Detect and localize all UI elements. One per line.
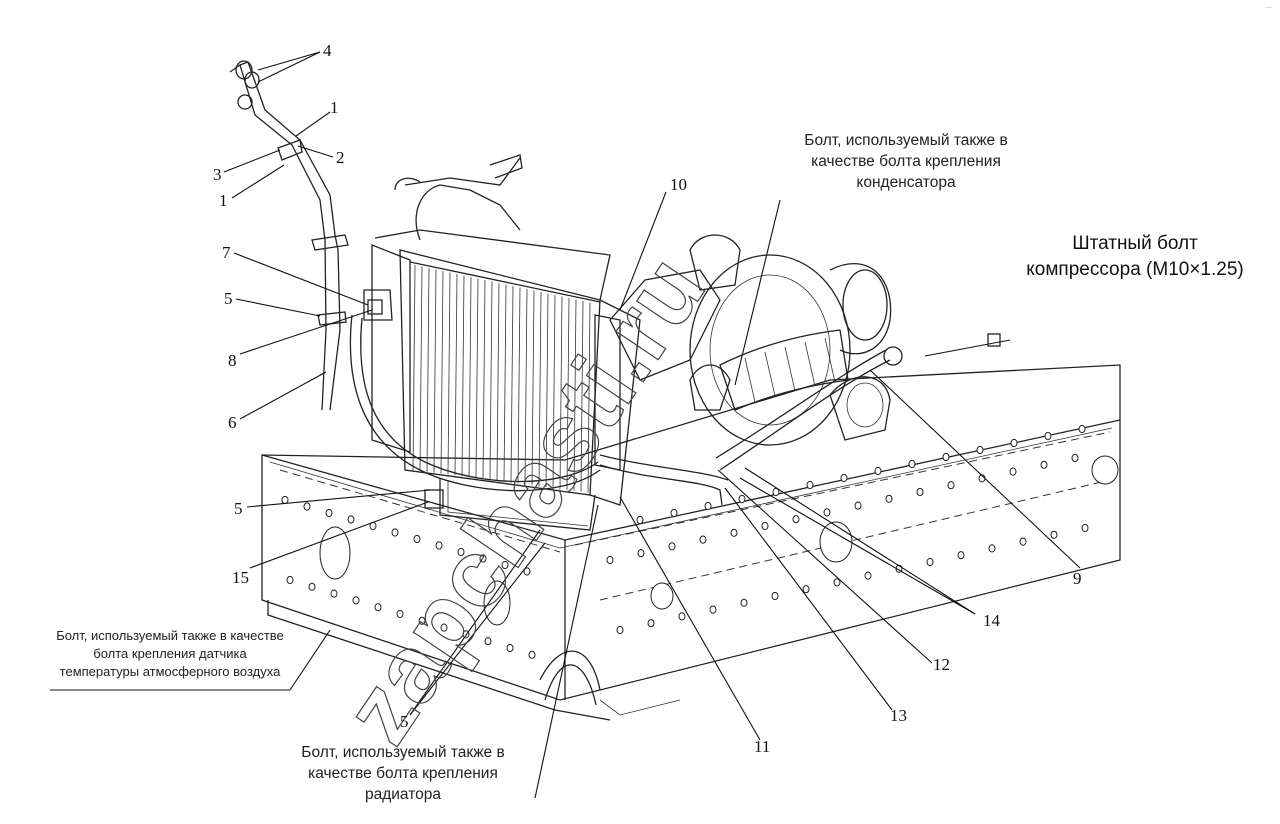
caption-compressor-line-2: компрессора (М10×1.25) — [1026, 259, 1243, 280]
callout-14: 14 — [983, 611, 1001, 630]
callout-1-top: 1 — [330, 98, 339, 117]
frame-holes — [319, 455, 1119, 626]
corner-mark: — — [1265, 4, 1272, 11]
caption-radiator-line-2: качестве болта крепления — [308, 765, 498, 782]
callout-3: 3 — [213, 165, 222, 184]
caption-sensor-line-2: болта крепления датчика — [93, 646, 247, 661]
callout-4: 4 — [323, 41, 332, 60]
caption-condenser-bolt: Болт, используемый также в качестве болт… — [804, 132, 1007, 191]
caption-condenser-line-3: конденсатора — [856, 174, 956, 191]
compressor — [829, 376, 891, 441]
condenser-fins — [412, 264, 591, 493]
intercooler-hose — [689, 329, 849, 411]
callout-7: 7 — [222, 243, 231, 262]
vertical-pipe — [229, 60, 1001, 509]
callout-5-lower: 5 — [400, 712, 409, 731]
callout-5-upper: 5 — [224, 289, 233, 308]
chassis-frame — [261, 364, 1121, 721]
callout-2: 2 — [336, 148, 345, 167]
caption-sensor-bolt: Болт, используемый также в качестве болт… — [56, 628, 284, 679]
callout-5-middle: 5 — [234, 499, 243, 518]
fan-assembly — [609, 234, 892, 446]
callout-9: 9 — [1073, 569, 1082, 588]
caption-sensor-line-3: температуры атмосферного воздуха — [60, 664, 281, 679]
caption-radiator-bolt: Болт, используемый также в качестве болт… — [301, 744, 504, 803]
callout-10: 10 — [670, 175, 687, 194]
watermark-layer: zapchasti.ru — [323, 237, 726, 762]
leader-lines — [50, 51, 1081, 799]
frame-rivet-holes — [281, 424, 1089, 659]
caption-radiator-line-3: радиатора — [365, 786, 441, 803]
callout-1-lower: 1 — [219, 191, 228, 210]
callout-6: 6 — [228, 413, 237, 432]
caption-sensor-line-1: Болт, используемый также в качестве — [56, 628, 284, 643]
refrigerant-lines — [349, 154, 903, 506]
caption-compressor-line-1: Штатный болт — [1072, 233, 1198, 254]
caption-condenser-line-2: качестве болта крепления — [811, 153, 1001, 170]
callout-12: 12 — [933, 655, 950, 674]
caption-compressor-bolt: Штатный болт компрессора (М10×1.25) — [1026, 233, 1243, 280]
callout-8: 8 — [228, 351, 237, 370]
callout-15: 15 — [232, 568, 249, 587]
caption-condenser-line-1: Болт, используемый также в — [804, 132, 1007, 149]
callout-13: 13 — [890, 706, 907, 725]
callout-numbers: 4 1 2 3 1 7 5 8 6 5 15 10 9 14 12 13 11 … — [213, 41, 1082, 756]
caption-radiator-line-1: Болт, используемый также в — [301, 744, 504, 761]
callout-11: 11 — [754, 737, 770, 756]
watermark-text: zapchasti.ru — [324, 238, 726, 762]
